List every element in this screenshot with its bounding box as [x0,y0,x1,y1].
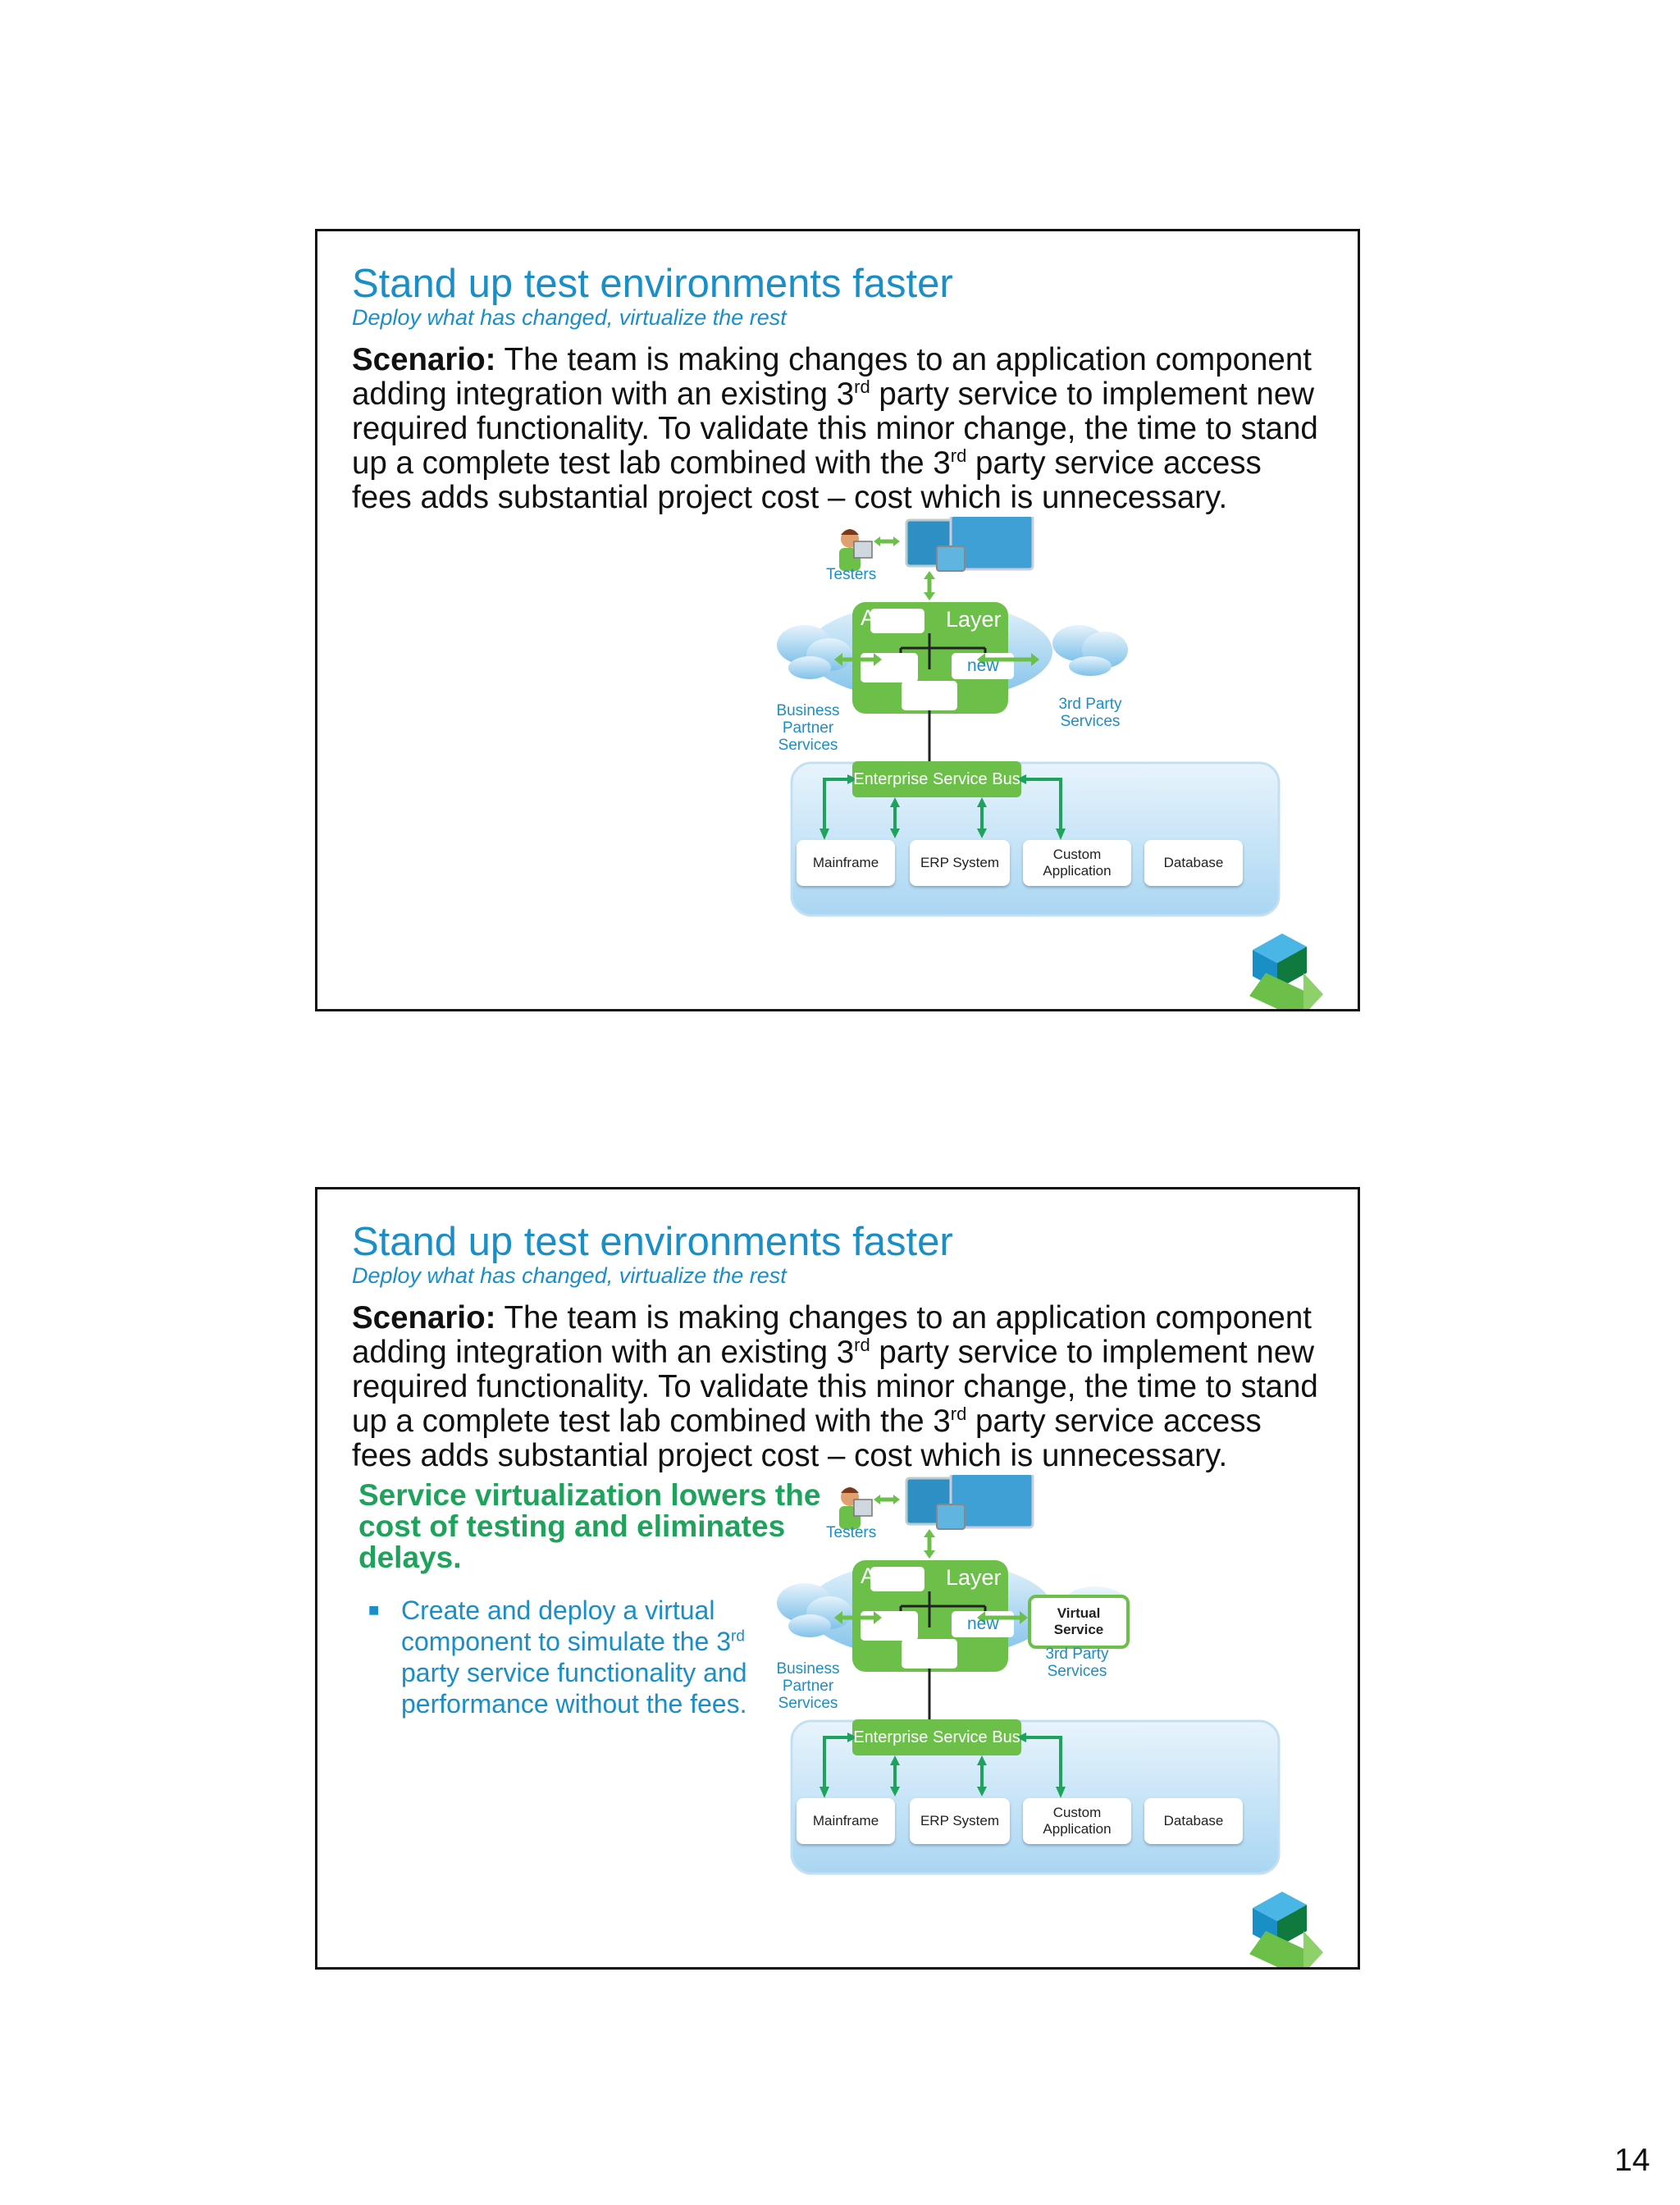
business-partner-cloud-icon [777,625,852,679]
bullet-square-icon: ■ [368,1600,380,1620]
testers-label: Testers [826,566,877,583]
scenario-line: required functionality. To validate this… [352,1369,1318,1404]
devices-icon [905,517,1034,572]
scenario-line: fees adds substantial project cost – cos… [352,480,1228,515]
scenario-line: party service access [966,445,1262,481]
scenario-line: party service to implement new [870,377,1315,412]
scenario-line: party service access [966,1404,1262,1439]
scenario-line: adding integration with an existing 3 [352,1335,855,1370]
slide-subtitle: Deploy what has changed, virtualize the … [352,1263,787,1288]
layer-label: Layer [946,607,1002,632]
scenario-text: Scenario: The team is making changes to … [352,1301,1344,1473]
page-number: 14 [1614,2143,1650,2178]
mainframe-box: Mainframe [797,1798,895,1844]
erp-system-box: ERP System [910,840,1010,886]
devices-icon [905,1475,1034,1530]
custom-application-box: Custom Application [1023,840,1131,886]
testers-label: Testers [826,1524,877,1541]
app-label: App [861,605,901,630]
bullet-text: Create and deploy a virtual component to… [401,1595,754,1719]
database-box: Database [1144,1798,1243,1844]
app-label: App [861,1564,901,1588]
bullet-text-part: party service functionality and performa… [401,1658,747,1719]
new-component-label: new [967,656,999,675]
callout-heading: Service virtualization lowers the cost o… [358,1478,821,1574]
company-logo-icon [1249,934,1323,1009]
scenario-line: fees adds substantial project cost – cos… [352,1438,1228,1473]
diagram-graphics [777,1475,1323,1967]
scenario-label: Scenario: [352,1300,496,1335]
business-partner-label: Business Partner Services [776,1660,840,1712]
new-component-label: new [967,1614,999,1633]
slide-subtitle: Deploy what has changed, virtualize the … [352,305,787,330]
third-party-label: 3rd Party Services [1058,696,1122,730]
superscript: rd [950,1404,967,1425]
erp-system-box: ERP System [910,1798,1010,1844]
scenario-line: The team is making changes to an applica… [504,1300,1312,1335]
scenario-text: Scenario: The team is making changes to … [352,343,1344,515]
superscript: rd [950,445,967,467]
slide-title: Stand up test environments faster [352,262,953,306]
superscript: rd [854,1335,870,1356]
custom-application-box: Custom Application [1023,1798,1131,1844]
scenario-label: Scenario: [352,342,496,377]
third-party-cloud-icon [1052,625,1128,676]
tester-icon [839,529,873,571]
scenario-line: required functionality. To validate this… [352,411,1318,446]
tester-icon [839,1487,873,1529]
architecture-diagram: Testers App Layer new Business Partner S… [769,517,1358,1009]
esb-label: Enterprise Service Bus [853,1728,1020,1746]
layer-label: Layer [946,1565,1002,1590]
database-box: Database [1144,840,1243,886]
slide-2: Stand up test environments faster Deploy… [315,1187,1360,1970]
superscript: rd [731,1628,745,1646]
company-logo-icon [1249,1892,1323,1967]
scenario-line: party service to implement new [870,1335,1315,1370]
scenario-line: The team is making changes to an applica… [504,342,1312,377]
third-party-label: 3rd Party Services [1045,1646,1109,1680]
bullet-text-part: Create and deploy a virtual component to… [401,1596,732,1656]
slide-title: Stand up test environments faster [352,1220,953,1264]
esb-label: Enterprise Service Bus [853,770,1020,788]
scenario-line: up a complete test lab combined with the… [352,1404,951,1439]
architecture-diagram: Testers App Layer new Business Partner S… [769,1475,1358,1967]
virtual-service-box: Virtual Service [1028,1595,1130,1649]
mainframe-box: Mainframe [797,840,895,886]
scenario-line: adding integration with an existing 3 [352,377,855,412]
slide-1: Stand up test environments faster Deploy… [315,229,1360,1011]
superscript: rd [854,377,870,398]
diagram-graphics [777,517,1323,1009]
business-partner-label: Business Partner Services [776,702,840,754]
scenario-line: up a complete test lab combined with the… [352,445,951,481]
